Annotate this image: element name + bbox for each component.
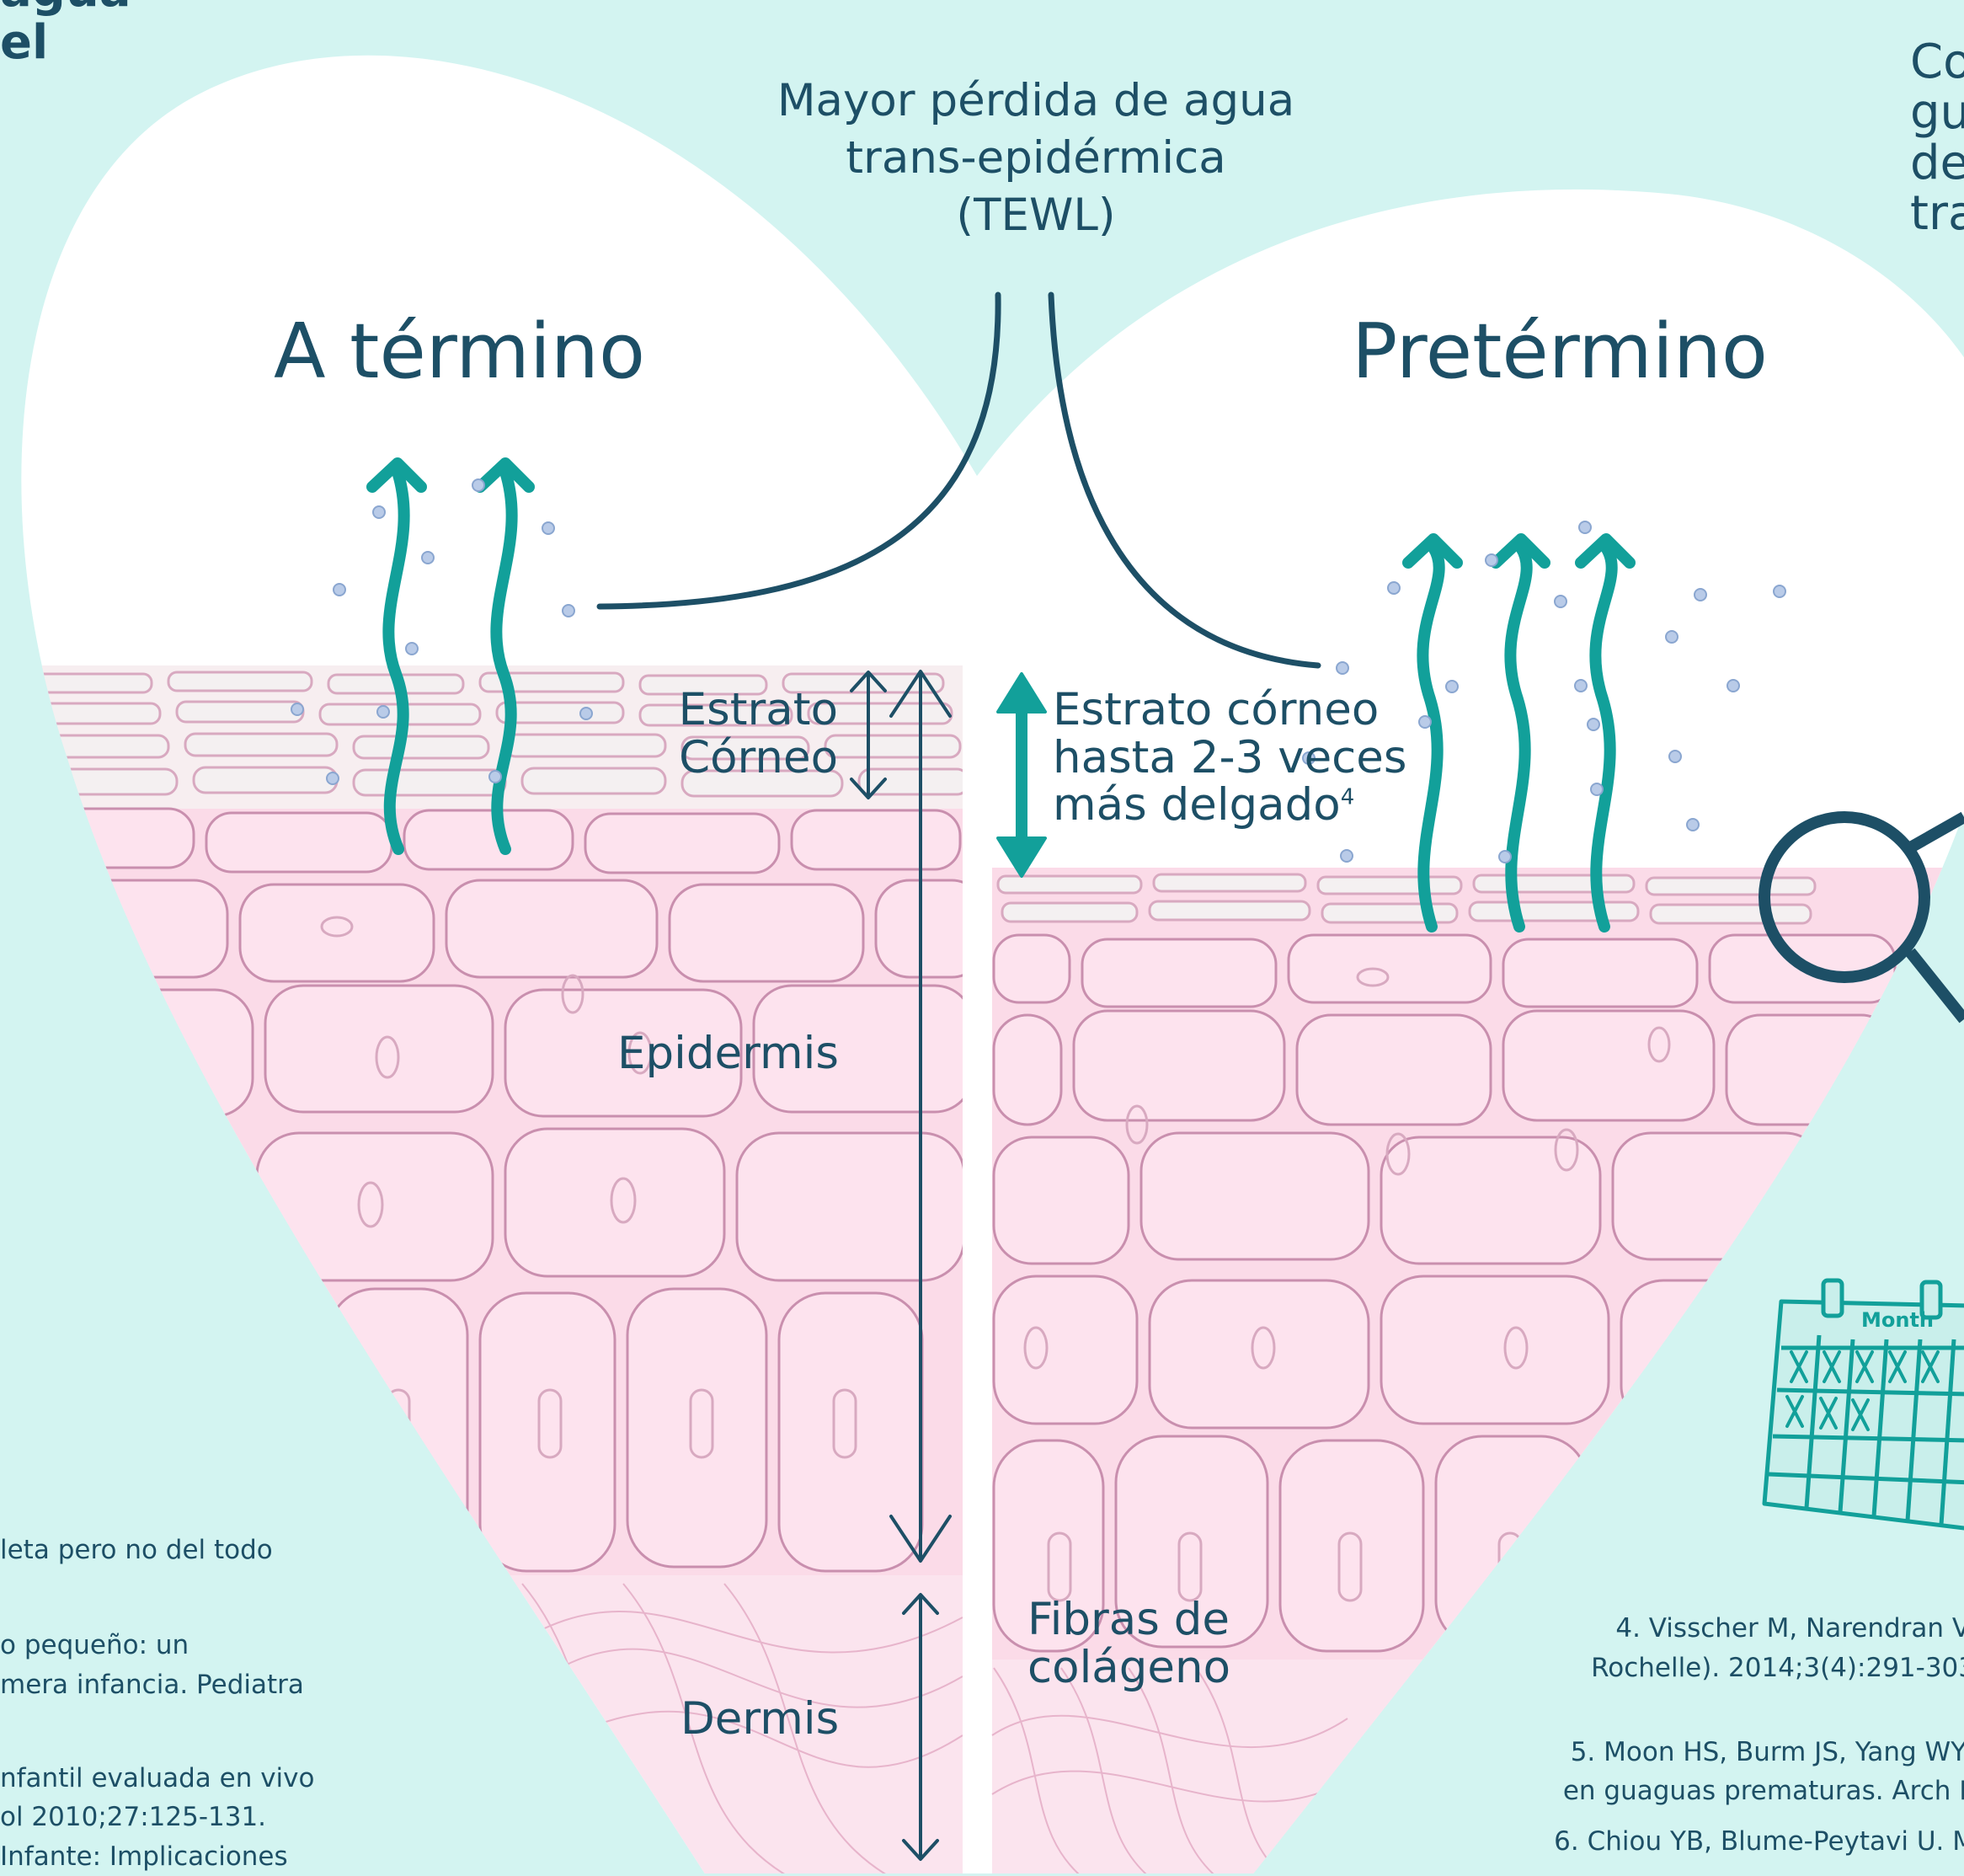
- epidermis-label: Epidermis: [617, 1030, 839, 1078]
- corner-right-line-2: gu: [1910, 88, 1964, 138]
- preterm-stratum-line-3: más delgado: [1053, 779, 1341, 831]
- tewl-label-line-2: trans-epidérmica: [741, 130, 1331, 187]
- stratum-corneum-label: Estrato Córneo: [657, 687, 838, 782]
- collagen-label-line-2: colágeno: [1027, 1644, 1230, 1692]
- preterm-stratum-label: Estrato córneo hasta 2-3 veces más delga…: [1053, 687, 1407, 830]
- right-ref-line-2: Rochelle). 2014;3(4):291-303: [1537, 1649, 1964, 1733]
- stratum-label-line-1: Estrato: [657, 687, 838, 735]
- corner-right-line-1: Co: [1910, 37, 1964, 88]
- left-ref-line-5: ol 2010;27:125-131.: [0, 1798, 314, 1837]
- corner-title: agua el: [0, 0, 131, 68]
- corner-right-line-4: tra: [1910, 189, 1964, 239]
- right-ref-line-5: 6. Chiou YB, Blume-Peytavi U. M: [1537, 1822, 1964, 1862]
- preterm-stratum-line-1: Estrato córneo: [1053, 687, 1407, 735]
- dermis-label: Dermis: [680, 1696, 839, 1744]
- stratum-label-line-2: Córneo: [657, 735, 838, 783]
- right-ref-line-4: en guaguas prematuras. Arch P: [1537, 1772, 1964, 1822]
- right-ref-line-1: 4. Visscher M, Narendran V.: [1537, 1609, 1964, 1649]
- corner-right-line-3: de: [1910, 138, 1964, 189]
- tewl-label-line-1: Mayor pérdida de agua: [741, 72, 1331, 130]
- left-ref-line-1: leta pero no del todo: [0, 1531, 314, 1626]
- preterm-stratum-line-2: hasta 2-3 veces: [1053, 735, 1407, 783]
- left-references: leta pero no del todo o pequeño: un mera…: [0, 1531, 314, 1876]
- corner-title-line-2: el: [0, 17, 131, 69]
- collagen-label-line-1: Fibras de: [1027, 1596, 1230, 1644]
- collagen-label: Fibras de colágeno: [1027, 1596, 1230, 1692]
- corner-right-text: Co gu de tra: [1910, 37, 1964, 239]
- right-ref-line-3: 5. Moon HS, Burm JS, Yang WY,: [1537, 1733, 1964, 1772]
- left-ref-line-2: o pequeño: un: [0, 1626, 314, 1665]
- preterm-heading: Pretérmino: [1352, 307, 1768, 396]
- left-ref-line-4: nfantil evaluada en vivo: [0, 1759, 314, 1799]
- term-heading: A término: [274, 307, 645, 396]
- tewl-label-line-3: (TEWL): [741, 187, 1331, 244]
- tewl-label: Mayor pérdida de agua trans-epidérmica (…: [741, 72, 1331, 243]
- right-references: 4. Visscher M, Narendran V. Rochelle). 2…: [1537, 1609, 1964, 1862]
- calendar-month-label: Month: [1861, 1308, 1934, 1332]
- corner-title-line-1: agua: [0, 0, 131, 17]
- left-ref-line-6: Infante: Implicaciones: [0, 1837, 314, 1876]
- left-ref-line-3: mera infancia. Pediatra: [0, 1665, 314, 1759]
- reference-superscript: 4: [1341, 785, 1355, 810]
